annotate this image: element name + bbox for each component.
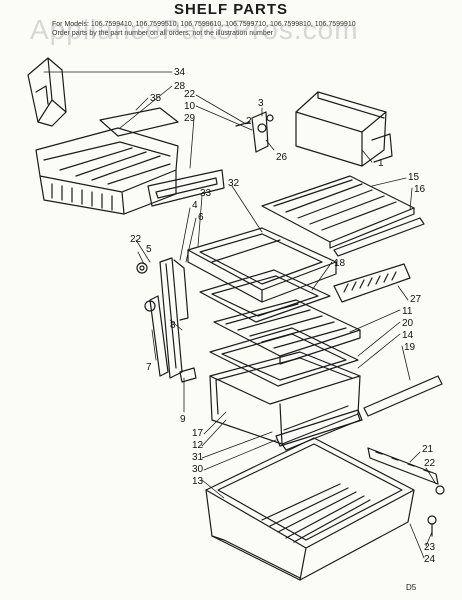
callout-29: 29 — [184, 113, 196, 124]
callout-35: 35 — [150, 93, 162, 104]
model-list-line-2: Order parts by the part number on all or… — [52, 30, 273, 37]
part-rail-clip — [333, 263, 411, 303]
part-cover-trim — [275, 409, 363, 447]
callout-30: 30 — [192, 464, 204, 475]
page-title: SHELF PARTS — [173, 1, 289, 18]
callout-14: 14 — [402, 330, 414, 341]
callout-5: 5 — [146, 244, 152, 255]
model-list: For Models: 106.7599410, 106.7599510, 10… — [52, 20, 422, 38]
callout-3: 3 — [258, 98, 264, 109]
callout-19: 19 — [404, 342, 416, 353]
diagram-code: D5 — [406, 583, 417, 592]
callout-1: 1 — [378, 158, 384, 169]
callout-22: 22 — [184, 89, 196, 100]
callout-12: 12 — [192, 440, 204, 451]
callout-16: 16 — [414, 184, 426, 195]
callout-labels: 34 28 35 22 10 29 26 3 1 15 16 33 32 4 6… — [130, 67, 436, 565]
callout-24: 24 — [424, 554, 436, 565]
callout-27: 27 — [410, 294, 422, 305]
callout-4: 4 — [192, 200, 198, 211]
part-glass-insert — [199, 269, 331, 323]
callout-22c: 22 — [424, 458, 436, 469]
callout-10: 10 — [184, 101, 196, 112]
callout-18: 18 — [334, 258, 346, 269]
part-crisper-support — [27, 57, 67, 127]
model-list-line-1: For Models: 106.7599410, 106.7599510, 10… — [52, 21, 356, 28]
part-cam — [235, 111, 274, 153]
part-crisper-pan — [205, 437, 415, 581]
callout-7: 7 — [146, 362, 152, 373]
part-crisper-drawer — [209, 351, 361, 451]
callout-26: 26 — [276, 152, 288, 163]
callout-32: 32 — [228, 178, 240, 189]
part-side-rail — [367, 447, 445, 495]
part-dairy-bin — [295, 91, 393, 167]
callout-23: 23 — [424, 542, 436, 553]
part-hardware-left — [136, 262, 197, 383]
part-screw — [427, 515, 437, 537]
part-front-panel — [147, 169, 225, 207]
callout-9: 9 — [180, 414, 186, 425]
leader-lines — [43, 71, 437, 559]
callout-34: 34 — [174, 67, 186, 78]
callout-2: 2 — [246, 116, 252, 127]
watermark-text: AppliancePartsPros.com — [30, 14, 359, 45]
callout-15: 15 — [408, 172, 420, 183]
part-glass-shelf-lower — [209, 299, 361, 387]
callout-20: 20 — [402, 318, 414, 329]
callout-17: 17 — [192, 428, 204, 439]
part-shelf-frame — [187, 227, 337, 303]
callout-21: 21 — [422, 444, 434, 455]
callout-13: 13 — [192, 476, 204, 487]
callout-8: 8 — [170, 320, 176, 331]
callout-28: 28 — [174, 81, 186, 92]
callout-6: 6 — [198, 212, 204, 223]
callout-33: 33 — [200, 188, 212, 199]
callout-31: 31 — [192, 452, 204, 463]
callout-11: 11 — [402, 306, 413, 317]
part-trim-bar — [363, 375, 443, 417]
part-deli-drawer — [35, 107, 179, 215]
callout-22b: 22 — [130, 234, 142, 245]
part-glass-shelf-upper — [261, 175, 425, 257]
